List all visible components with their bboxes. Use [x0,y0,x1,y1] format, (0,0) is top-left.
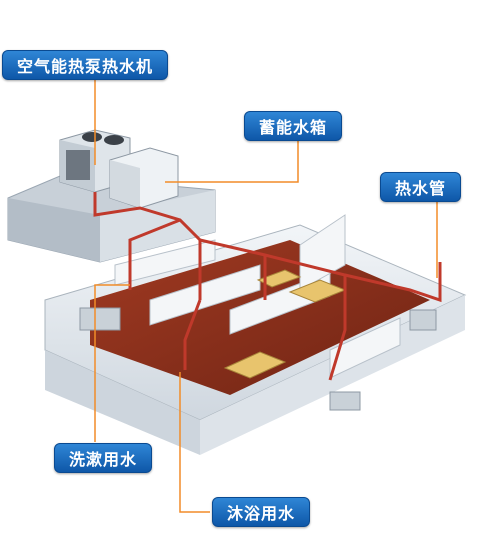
bathing-water-label: 沐浴用水 [212,497,311,527]
hot-water-pipes [93,192,442,381]
heat-pump-label: 空气能热泵热水机 [2,50,169,80]
leader-lines [94,76,438,513]
hot-water-pipe-label: 热水管 [380,172,462,202]
storage-tank-label: 蓄能水箱 [244,111,343,141]
washing-water-label: 洗漱用水 [54,443,153,473]
furniture [79,269,437,411]
storage-tank [109,147,179,209]
